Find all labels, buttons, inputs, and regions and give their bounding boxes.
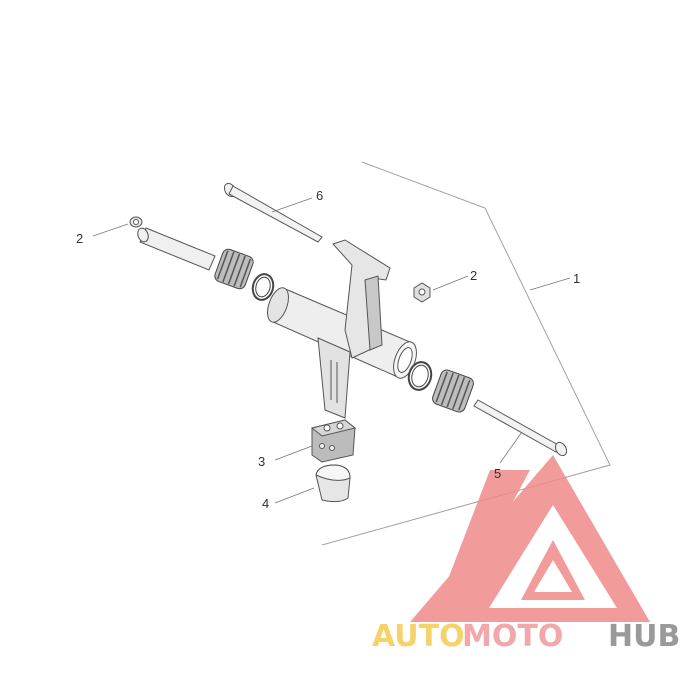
part-2-nut-left — [129, 216, 143, 228]
callout-2-left: 2 — [76, 231, 83, 246]
watermark-logo-mark — [410, 455, 650, 622]
part-3-damper-block — [310, 419, 357, 463]
assembly-frame — [321, 161, 611, 546]
left-roller — [214, 248, 254, 290]
callout-6: 6 — [316, 188, 323, 203]
watermark-word-auto: AUTO — [372, 619, 465, 654]
main-arm — [267, 239, 417, 419]
callout-1: 1 — [573, 271, 580, 286]
part-6-bolt — [223, 182, 323, 243]
watermark-word-hub: HUB — [608, 619, 680, 654]
callout-5: 5 — [494, 466, 501, 481]
watermark-wordmark: AUTO MOTO HUB — [372, 619, 680, 654]
callout-4: 4 — [262, 496, 269, 511]
part-4-rubber-cap — [315, 464, 351, 503]
left-pin — [137, 227, 216, 271]
part-2-nut-right — [413, 282, 431, 303]
callout-2-right: 2 — [470, 268, 477, 283]
leader-lines — [92, 197, 571, 504]
part-5-bolt — [473, 399, 568, 457]
right-snap-ring — [407, 361, 433, 391]
right-roller — [432, 369, 474, 413]
left-snap-ring — [251, 273, 275, 301]
watermark-word-moto: MOTO — [462, 619, 563, 654]
callout-3: 3 — [258, 454, 265, 469]
